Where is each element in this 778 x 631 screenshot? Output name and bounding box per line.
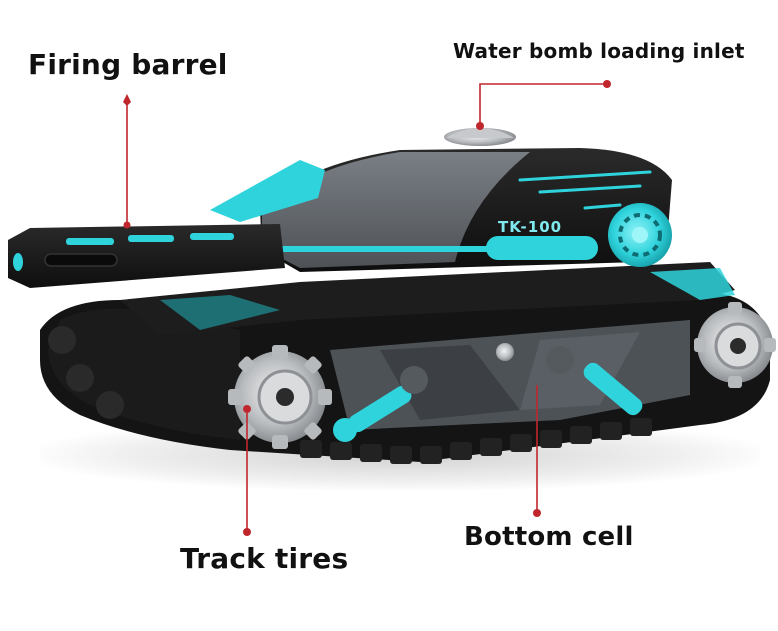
- rear-sprocket: [694, 302, 776, 388]
- track-assembly: [40, 262, 770, 464]
- callout-firing-barrel: Firing barrel: [28, 48, 228, 81]
- callout-track-tires: Track tires: [180, 542, 349, 575]
- turret: TK-100: [210, 128, 672, 272]
- front-sprocket: [228, 345, 332, 449]
- firing-barrel-shape: [8, 224, 285, 288]
- suspension-arms: [333, 343, 643, 442]
- callout-water-bomb-inlet: Water bomb loading inlet: [453, 39, 745, 63]
- callout-bottom-cell: Bottom cell: [464, 522, 634, 552]
- svg-text:TK-100: TK-100: [498, 218, 562, 236]
